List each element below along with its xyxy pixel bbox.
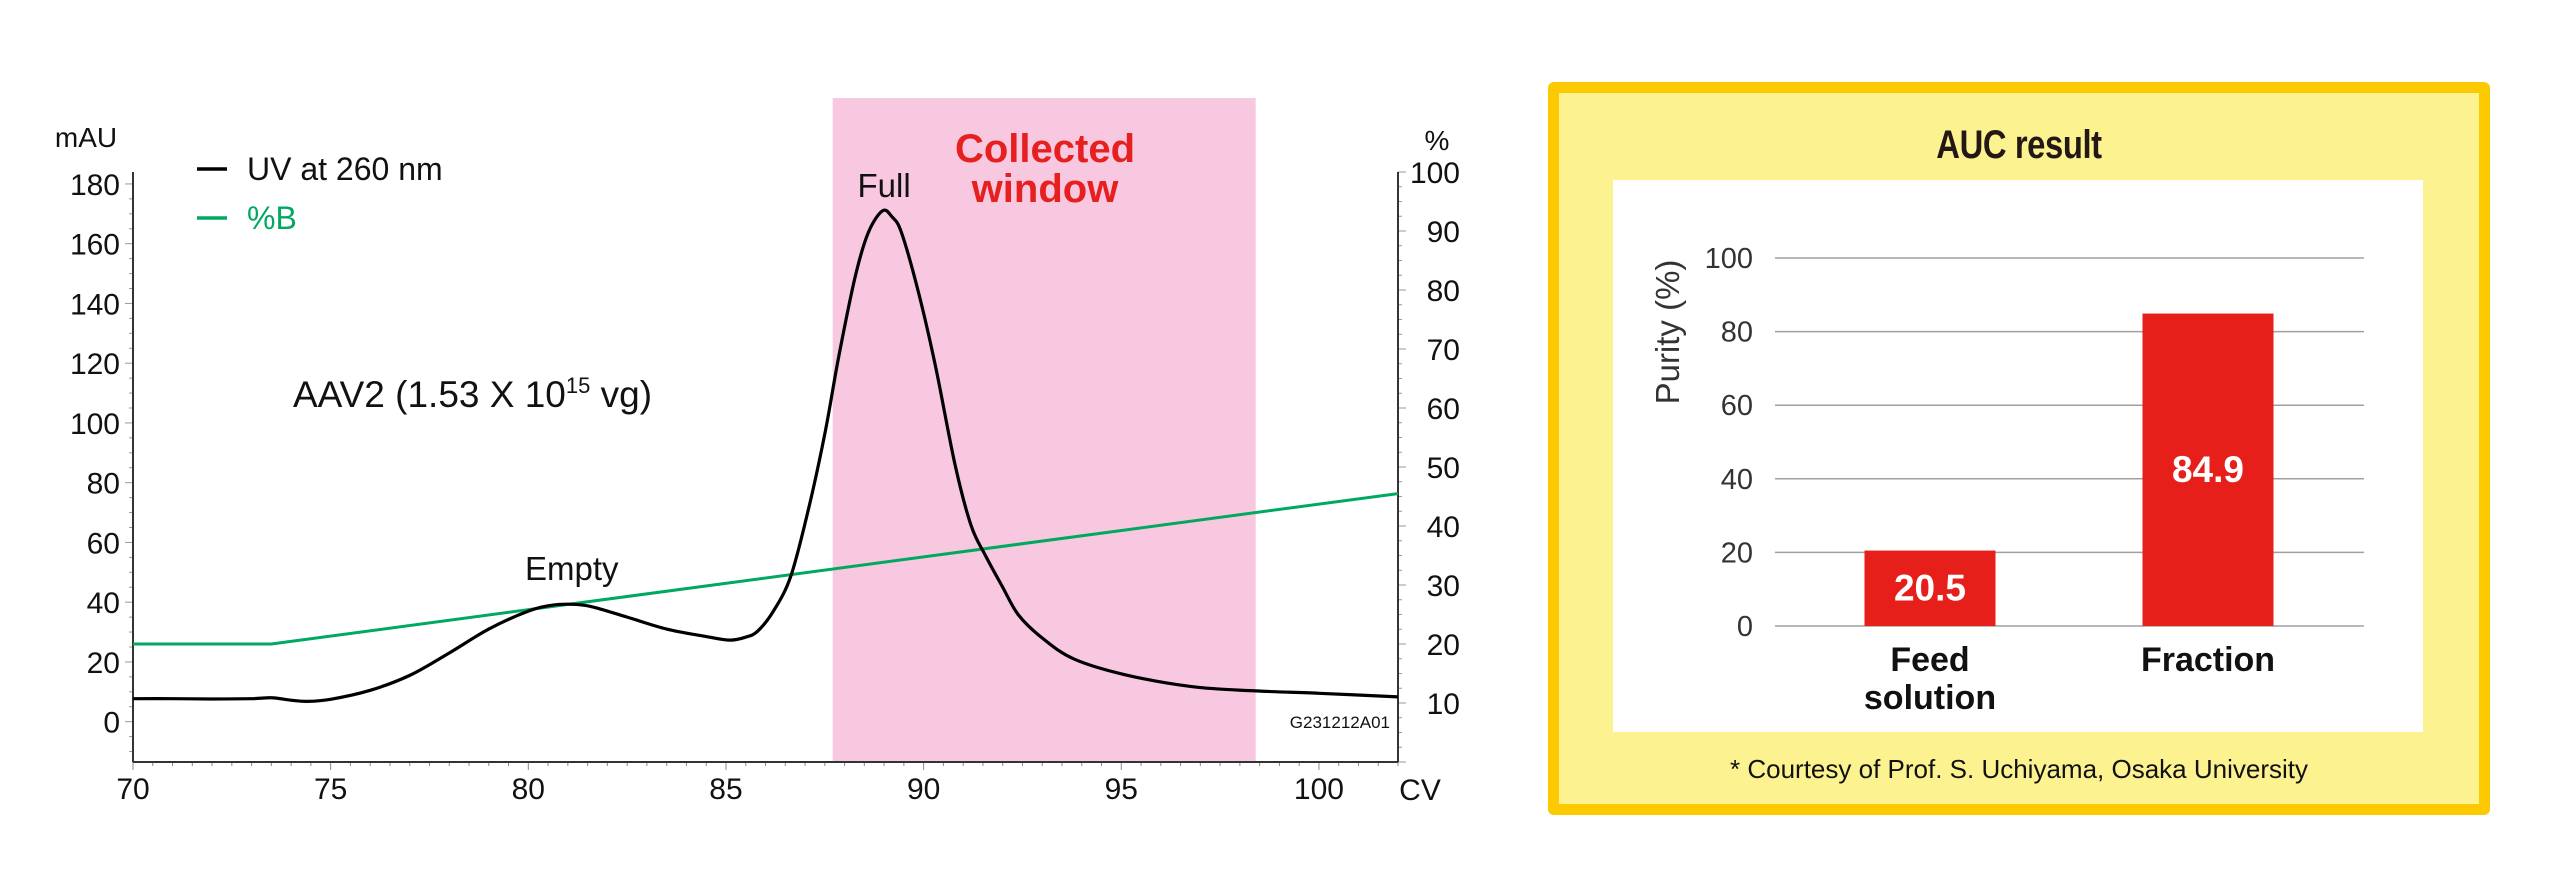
auc-y-axis-label: Purity (%) (1649, 260, 1686, 405)
left-tick-label: 0 (103, 707, 120, 740)
auc-title: AUC result (1936, 123, 2102, 167)
auc-footnote: * Courtesy of Prof. S. Uchiyama, Osaka U… (1730, 754, 2308, 784)
x-tick-label: 85 (709, 773, 742, 806)
left-tick-label: 160 (70, 229, 120, 262)
legend-label-percent-b: %B (247, 200, 297, 236)
x-tick-label: 75 (314, 773, 347, 806)
auc-y-tick-label: 0 (1737, 611, 1753, 643)
right-axis-ticks: 10 20 30 40 50 60 70 80 90 100 (1398, 157, 1460, 763)
figure-code: G231212A01 (1290, 713, 1390, 732)
collected-window-label-line1: Collected (955, 127, 1135, 171)
x-axis-label: CV (1399, 774, 1441, 807)
left-tick-label: 100 (70, 408, 120, 441)
left-tick-label: 120 (70, 348, 120, 381)
left-tick-label: 60 (87, 527, 120, 560)
x-tick-label: 90 (907, 773, 940, 806)
right-tick-label: 60 (1427, 393, 1460, 426)
left-tick-label: 140 (70, 288, 120, 321)
left-tick-label: 180 (70, 169, 120, 202)
chromatogram-chart: 70 75 80 85 90 95 100 0 20 40 60 80 100 120 140 160 180… (55, 98, 1460, 807)
peak-label-empty: Empty (525, 550, 619, 587)
right-tick-label: 10 (1427, 688, 1460, 721)
auc-y-tick-label: 100 (1705, 243, 1753, 275)
x-tick-label: 80 (512, 773, 545, 806)
left-tick-label: 40 (87, 587, 120, 620)
x-tick-label: 100 (1294, 773, 1344, 806)
right-tick-label: 20 (1427, 629, 1460, 662)
right-tick-label: 50 (1427, 452, 1460, 485)
auc-bar (1864, 550, 1996, 626)
auc-y-tick-label: 40 (1721, 464, 1753, 496)
left-axis-unit: mAU (55, 122, 117, 153)
x-tick-label: 70 (116, 773, 149, 806)
auc-category-label: solution (1864, 679, 1996, 717)
auc-category-label: Feed (1890, 641, 1969, 679)
right-tick-label: 80 (1427, 275, 1460, 308)
peak-label-full: Full (858, 167, 911, 204)
series-line-uv-260 (132, 208, 1399, 703)
auc-y-tick-label: 60 (1721, 390, 1753, 422)
right-axis-unit: % (1425, 125, 1450, 156)
auc-category-label: Fraction (2141, 641, 2275, 679)
left-tick-label: 80 (87, 468, 120, 501)
collected-window-region (832, 98, 1256, 762)
left-tick-label: 20 (87, 647, 120, 680)
auc-y-tick-label: 80 (1721, 317, 1753, 349)
auc-bar-value-label: 20.5 (1894, 567, 1966, 608)
right-tick-label: 70 (1427, 334, 1460, 367)
x-tick-label: 95 (1105, 773, 1138, 806)
right-tick-label: 100 (1410, 157, 1460, 190)
auc-y-tick-label: 20 (1721, 537, 1753, 569)
right-tick-label: 30 (1427, 570, 1460, 603)
auc-bar-value-label: 84.9 (2172, 449, 2244, 490)
right-tick-label: 40 (1427, 511, 1460, 544)
collected-window-label-line2: window (971, 167, 1120, 211)
right-tick-label: 90 (1427, 216, 1460, 249)
left-axis-ticks: 0 20 40 60 80 100 120 140 160 180 (70, 169, 133, 753)
auc-bar (2142, 313, 2274, 626)
series-line-percent-b (133, 492, 1399, 646)
x-axis-ticks: 70 75 80 85 90 95 100 (116, 762, 1399, 806)
legend-label-uv: UV at 260 nm (247, 151, 443, 187)
sample-annotation: AAV2 (1.53 X 1015 vg) (293, 373, 652, 415)
